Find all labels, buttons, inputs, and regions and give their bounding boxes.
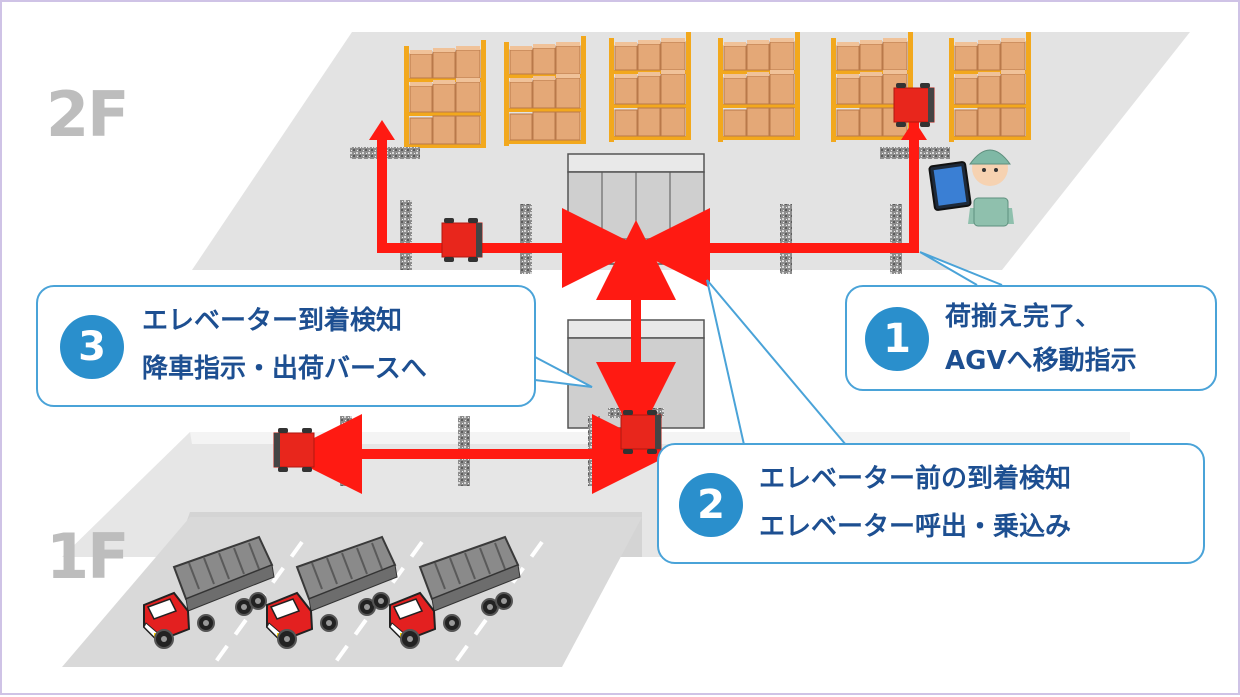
step-3-line2: 降車指示・出荷バースへ: [142, 354, 427, 384]
step-3-line1: エレベーター到着検知: [142, 306, 403, 336]
step-3-badge: 3: [60, 315, 124, 379]
floor-label-2f: 2F: [46, 78, 129, 151]
callout-pointer: [534, 251, 1003, 459]
floor-label-1f: 1F: [46, 520, 129, 593]
step-2-line1: エレベーター前の到着検知: [759, 464, 1072, 494]
agv-route: [282, 102, 919, 494]
step-3-callout: 3 エレベーター到着検知 降車指示・出荷バースへ: [36, 285, 536, 407]
step-2-callout: 2 エレベーター前の到着検知 エレベーター呼出・乗込み: [657, 443, 1205, 564]
worker-with-tablet-icon: [928, 149, 1014, 227]
step-2-badge: 2: [679, 473, 743, 537]
step-1-line2: AGVへ移動指示: [945, 346, 1137, 376]
step-1-line1: 荷揃え完了、: [945, 302, 1102, 332]
route-arrowhead: [369, 120, 395, 140]
step-2-line2: エレベーター呼出・乗込み: [759, 512, 1072, 542]
step-1-callout: 1 荷揃え完了、 AGVへ移動指示: [845, 285, 1217, 391]
step-1-badge: 1: [865, 307, 929, 371]
route-arrowhead: [901, 120, 927, 140]
